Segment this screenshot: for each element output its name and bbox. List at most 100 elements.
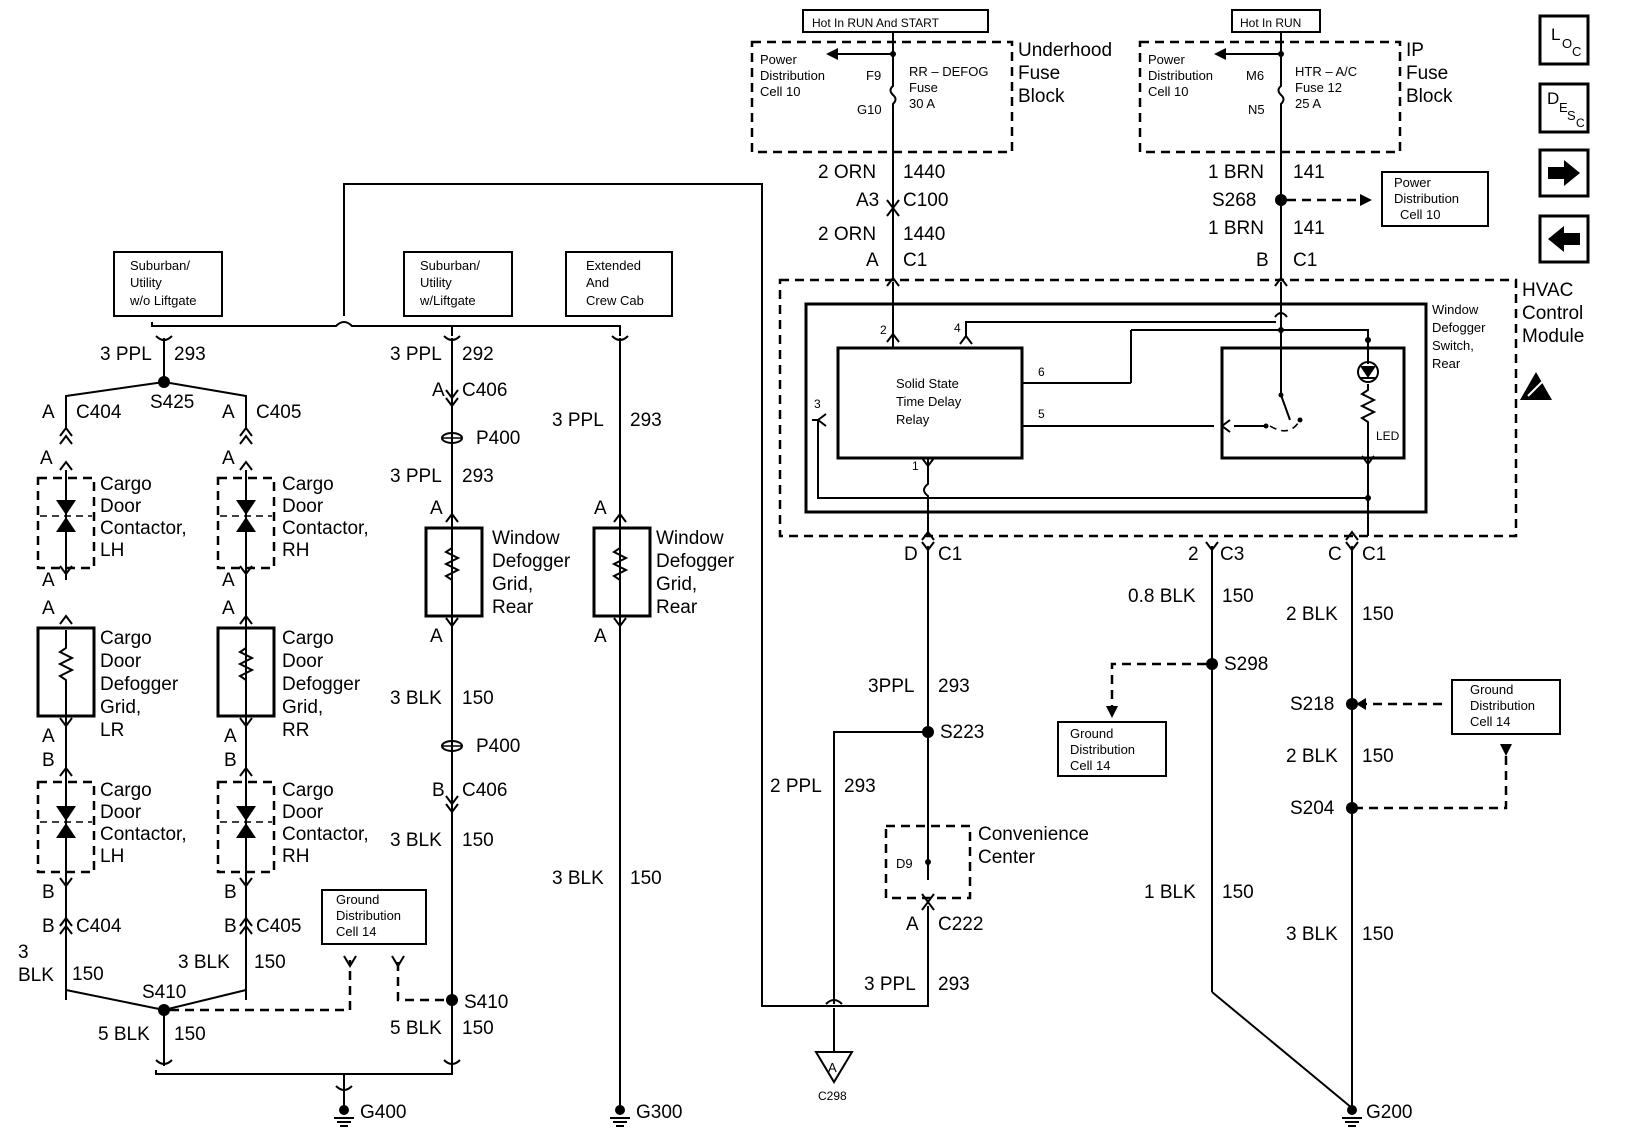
wire-1440: 2 ORN 1440 A3 C100 2 ORN 1440 A C1: [818, 152, 948, 287]
svg-text:Cargo: Cargo: [100, 474, 152, 495]
svg-text:Cargo: Cargo: [282, 628, 334, 649]
svg-text:A: A: [224, 726, 237, 747]
svg-text:Door: Door: [282, 802, 324, 823]
svg-text:1: 1: [912, 459, 919, 473]
svg-text:150: 150: [1362, 746, 1394, 767]
svg-text:3 BLK: 3 BLK: [1286, 924, 1338, 945]
svg-text:Power: Power: [760, 52, 798, 67]
svg-text:Door: Door: [100, 651, 142, 672]
svg-text:3: 3: [814, 397, 821, 411]
svg-text:Rear: Rear: [656, 597, 698, 618]
svg-text:P400: P400: [476, 428, 520, 449]
svg-text:Grid,: Grid,: [656, 574, 697, 595]
svg-text:O: O: [1562, 36, 1572, 51]
window-defogger-grid-rear-extended: [592, 526, 652, 618]
solid-state-relay: [836, 346, 1024, 460]
svg-text:C405: C405: [256, 402, 301, 423]
svg-text:N5: N5: [1248, 102, 1265, 117]
svg-text:Defogger: Defogger: [656, 551, 735, 572]
svg-text:293: 293: [462, 466, 494, 487]
svg-text:HTR – A/C: HTR – A/C: [1295, 64, 1357, 79]
svg-text:Distribution: Distribution: [336, 908, 401, 923]
svg-text:B: B: [224, 882, 237, 903]
svg-text:G200: G200: [1366, 1102, 1412, 1123]
svg-text:2 ORN: 2 ORN: [818, 224, 876, 245]
svg-text:RR – DEFOG: RR – DEFOG: [909, 64, 988, 79]
arrow-right-icon[interactable]: [1538, 148, 1590, 198]
svg-text:S204: S204: [1290, 798, 1335, 819]
svg-text:RR: RR: [282, 720, 309, 741]
svg-text:Defogger: Defogger: [100, 674, 179, 695]
svg-text:RH: RH: [282, 846, 309, 867]
svg-text:A: A: [430, 498, 443, 519]
svg-text:w/Liftgate: w/Liftgate: [419, 293, 476, 308]
svg-text:D: D: [1547, 89, 1559, 108]
svg-text:Convenience: Convenience: [978, 824, 1089, 845]
svg-text:B: B: [42, 750, 55, 771]
svg-text:Solid State: Solid State: [896, 376, 959, 391]
cargo-door-contactor-lh-b: [36, 780, 96, 874]
svg-text:150: 150: [462, 688, 494, 709]
svg-text:Door: Door: [282, 651, 324, 672]
svg-text:150: 150: [462, 1018, 494, 1039]
svg-text:G300: G300: [636, 1102, 682, 1123]
svg-text:Cell 14: Cell 14: [336, 924, 376, 939]
svg-text:Contactor,: Contactor,: [100, 824, 187, 845]
svg-text:Suburban/: Suburban/: [130, 258, 190, 273]
svg-text:D: D: [904, 544, 918, 565]
svg-text:C100: C100: [903, 190, 948, 211]
svg-text:Time Delay: Time Delay: [896, 394, 962, 409]
svg-text:C404: C404: [76, 402, 122, 423]
svg-text:Cell 10: Cell 10: [1400, 207, 1440, 222]
svg-text:HVAC: HVAC: [1522, 280, 1573, 301]
svg-text:Contactor,: Contactor,: [282, 518, 369, 539]
svg-text:293: 293: [938, 974, 970, 995]
svg-text:Distribution: Distribution: [1070, 742, 1135, 757]
svg-text:4: 4: [954, 321, 961, 335]
svg-text:Distribution: Distribution: [1394, 191, 1459, 206]
svg-text:B: B: [224, 916, 237, 937]
svg-text:2: 2: [880, 323, 887, 337]
svg-text:Cargo: Cargo: [100, 628, 152, 649]
arrow-left-icon[interactable]: [1538, 214, 1590, 264]
svg-text:IP: IP: [1406, 40, 1424, 61]
svg-text:C1: C1: [1293, 250, 1317, 271]
svg-text:30 A: 30 A: [909, 96, 935, 111]
svg-text:1 BLK: 1 BLK: [1144, 882, 1196, 903]
hot-run-start-label: Hot In RUN And START: [802, 9, 989, 33]
svg-text:S410: S410: [142, 982, 186, 1003]
svg-text:F9: F9: [866, 68, 881, 83]
svg-text:Relay: Relay: [896, 412, 930, 427]
svg-text:A: A: [906, 914, 919, 935]
fuse-symbol: [889, 42, 897, 152]
svg-text:Door: Door: [100, 802, 142, 823]
svg-text:3 BLK: 3 BLK: [178, 952, 230, 973]
svg-text:LH: LH: [100, 846, 124, 867]
svg-text:Rear: Rear: [1432, 356, 1461, 371]
svg-text:Window: Window: [1432, 302, 1479, 317]
svg-text:Ground: Ground: [1070, 726, 1113, 741]
svg-text:Cargo: Cargo: [282, 780, 334, 801]
svg-text:150: 150: [1222, 586, 1254, 607]
left-circuit: 3 PPL 293 S425 A C404 A Cargo Door Conta…: [18, 338, 461, 1127]
svg-text:C222: C222: [938, 914, 983, 935]
svg-text:RH: RH: [282, 540, 309, 561]
power-distribution-ref: Power Distribution Cell 10: [1381, 171, 1489, 227]
svg-text:Center: Center: [978, 847, 1036, 868]
svg-text:Block: Block: [1018, 86, 1065, 107]
svg-text:Grid,: Grid,: [492, 574, 533, 595]
svg-text:Switch,: Switch,: [1432, 338, 1474, 353]
svg-text:Power: Power: [1394, 175, 1432, 190]
svg-text:A: A: [594, 498, 607, 519]
svg-text:C: C: [1328, 544, 1342, 565]
svg-text:Grid,: Grid,: [282, 697, 323, 718]
svg-text:3 BLK: 3 BLK: [552, 868, 604, 889]
svg-text:C: C: [1576, 116, 1585, 130]
svg-text:A: A: [42, 570, 55, 591]
svg-text:Utility: Utility: [130, 275, 162, 290]
svg-text:S223: S223: [940, 722, 984, 743]
svg-text:S268: S268: [1212, 190, 1256, 211]
